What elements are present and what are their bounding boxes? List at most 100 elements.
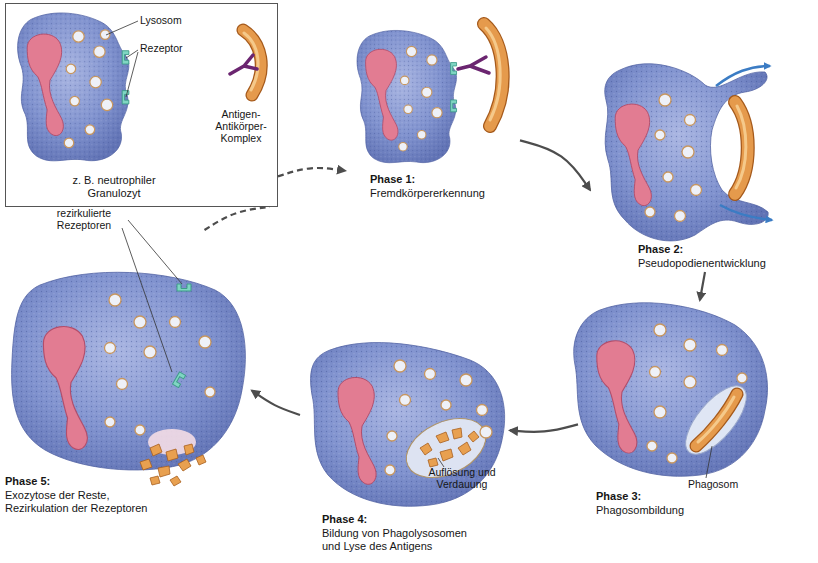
bacterium-outline — [696, 394, 737, 446]
antigen-fragment — [166, 449, 178, 461]
lysosome — [205, 387, 215, 397]
lysosome — [135, 425, 145, 435]
receptor-symbol — [173, 372, 186, 388]
cell-nucleus — [366, 49, 398, 140]
phase-description: Bildung von Phagolysosomen und Lyse des … — [322, 527, 487, 553]
antigen-bacterium — [735, 102, 748, 194]
lysosome — [691, 185, 702, 196]
cell-nucleus — [338, 377, 376, 484]
lysosome — [417, 131, 426, 140]
lysosome — [406, 46, 416, 56]
bacterium-highlight — [486, 28, 500, 120]
lysosome — [399, 142, 408, 151]
inset-box: z. B. neutrophiler Granulozyt — [5, 3, 278, 207]
lysosome — [441, 400, 451, 410]
part-label: Antigen- Antikörper- Komplex — [205, 108, 277, 144]
cell-nucleus — [27, 34, 63, 136]
antigen-fragment — [170, 476, 181, 486]
antigen-fragment — [158, 466, 170, 477]
lysosome — [647, 441, 657, 451]
lysosome — [70, 96, 80, 106]
lysosome — [105, 417, 115, 427]
phase-heading: Phase 3: — [596, 490, 736, 503]
lysosome — [422, 87, 432, 97]
lysosome — [655, 130, 665, 140]
lysosome — [117, 379, 128, 390]
lysosome — [170, 317, 181, 328]
cell-body — [18, 13, 129, 161]
phase-cell: Phase 4:Bildung von Phagolysosomen und L… — [300, 335, 510, 557]
antigen-bacterium — [696, 394, 737, 446]
cell-nucleus — [43, 327, 87, 450]
lysosome — [659, 94, 671, 106]
cell-stipple — [12, 272, 246, 470]
lysosome — [737, 373, 747, 383]
leader-line — [128, 220, 182, 284]
phagosome-vesicle — [675, 376, 757, 463]
lysosome — [675, 211, 686, 222]
cell-nucleus — [597, 341, 637, 453]
antigen-fragment — [428, 458, 438, 467]
lysosome — [654, 324, 666, 336]
leader-line — [122, 228, 172, 372]
antibody-symbol — [458, 57, 489, 73]
pseudopod-arrow — [720, 205, 772, 220]
lysosome — [480, 426, 492, 438]
leader-line — [706, 446, 712, 478]
antigen-fragment — [178, 459, 191, 471]
antigen-fragment — [468, 431, 479, 442]
pseudopod-arrow — [716, 66, 770, 86]
receptor-symbol — [122, 51, 129, 64]
part-label: Lysosom — [140, 14, 200, 26]
cycle-arrow — [520, 140, 590, 189]
antigen-fragment — [440, 449, 453, 461]
lysosome — [663, 172, 673, 182]
lysosome — [85, 125, 95, 135]
lysosome — [650, 367, 661, 378]
cell-body — [12, 272, 246, 470]
granulocyte-cell — [18, 13, 129, 161]
phase-heading: Phase 4: — [322, 513, 462, 526]
part-label: Auflösung und Verdauung — [422, 466, 502, 490]
lysosome — [387, 431, 397, 441]
part-label: Rezeptor — [140, 42, 200, 54]
cell-caption: z. B. neutrophiler Granulozyt — [64, 174, 164, 200]
lysosome — [94, 46, 105, 57]
lysosome — [685, 115, 696, 126]
cycle-arrow — [510, 424, 578, 432]
phase-cell: Phase 2:Pseudopodienentwicklung — [590, 50, 790, 272]
leader-line — [126, 50, 138, 58]
lysosome — [109, 294, 121, 306]
cell-body — [357, 30, 456, 162]
lysosome — [66, 64, 76, 74]
antigen-fragment — [420, 443, 432, 455]
antibody-symbol — [230, 55, 257, 74]
lysosome — [199, 336, 211, 348]
antigen-bacterium — [484, 24, 503, 126]
phase-description: Exozytose der Reste, Rezirkulation der R… — [5, 489, 170, 515]
lysosome — [684, 376, 696, 388]
cell-stipple — [311, 343, 505, 507]
lysosome — [427, 55, 437, 65]
part-label: Phagosom — [688, 478, 758, 490]
lysosome — [425, 369, 436, 380]
receptor-symbol — [451, 63, 457, 75]
lysosome — [460, 374, 472, 386]
lysosome — [432, 108, 442, 118]
phase-heading: Phase 5: — [5, 475, 145, 488]
lysosome — [385, 465, 395, 475]
leader-line — [106, 21, 138, 35]
bacterium-highlight — [698, 397, 734, 442]
cell-body — [574, 303, 768, 476]
bacterium-body — [735, 102, 748, 194]
cycle-arrow — [252, 391, 300, 415]
lysosome — [73, 31, 84, 42]
cycle-arrow — [278, 168, 345, 176]
lysosome — [717, 345, 728, 356]
cell-body — [311, 343, 505, 507]
bacterium-highlight — [736, 106, 746, 188]
cell-stipple — [357, 30, 456, 162]
phase-cell: Phase 5:Exozytose der Reste, Rezirkulati… — [2, 230, 252, 522]
